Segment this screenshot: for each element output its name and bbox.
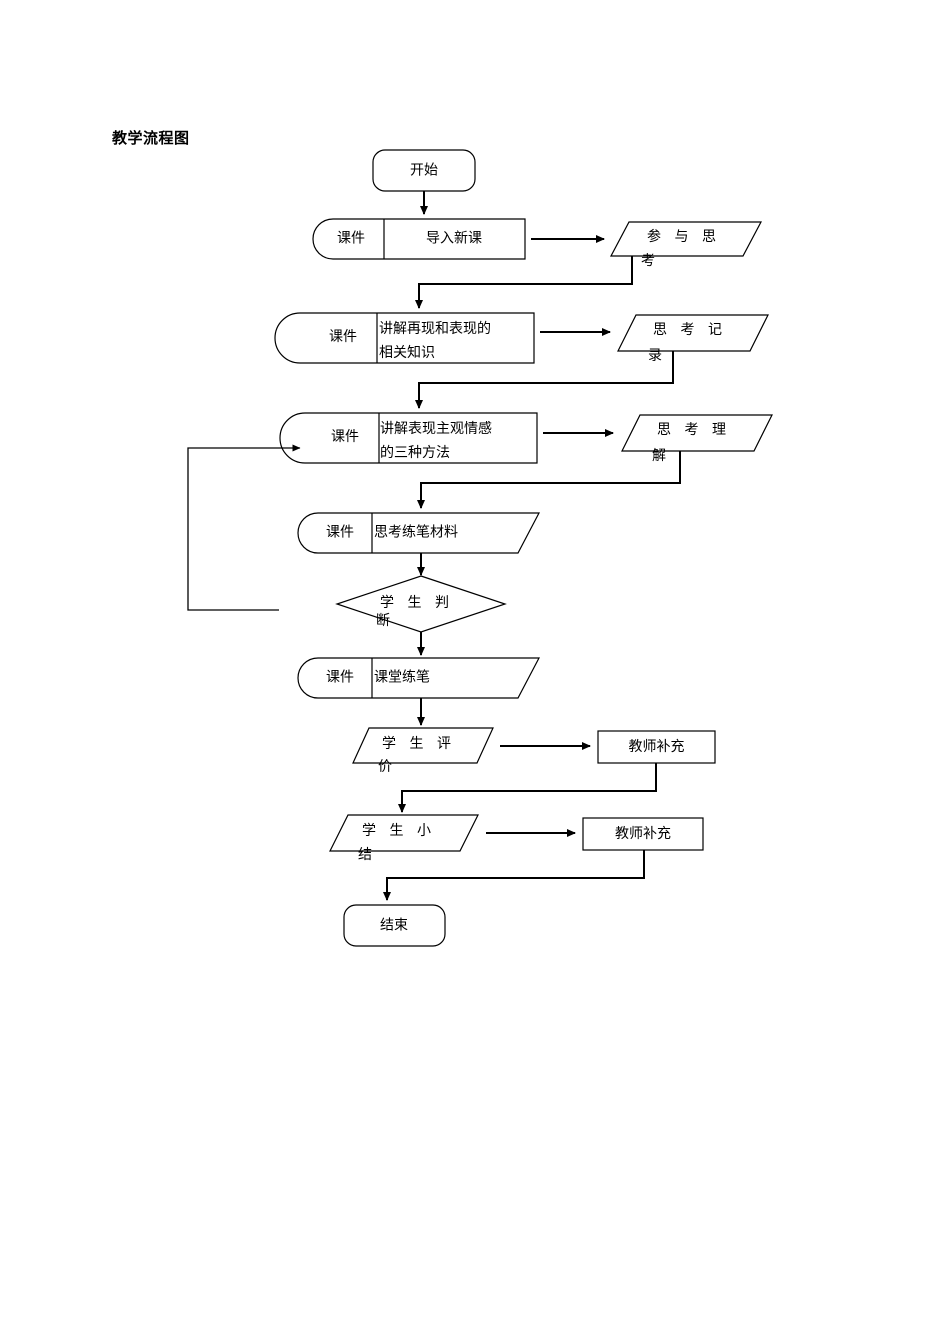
- node-decision[interactable]: 学 生 判 断: [335, 575, 507, 633]
- teacher1-label: 教师补充: [629, 739, 685, 755]
- io5-label-line2: 结: [358, 847, 372, 863]
- step5-body-label: 课堂练笔: [374, 670, 430, 686]
- io1-label-line1: 参 与 思: [647, 228, 721, 245]
- connector-io1-to-step2: [415, 256, 633, 309]
- teacher2-shape: [582, 817, 704, 851]
- step1-body-label: 导入新课: [426, 231, 482, 247]
- node-step2[interactable]: 课件 讲解再现和表现的 相关知识: [274, 312, 535, 364]
- step5-courseware-label: 课件: [326, 670, 354, 686]
- io3-label-line2: 解: [652, 448, 666, 464]
- node-end[interactable]: 结束: [343, 904, 446, 947]
- node-step1[interactable]: 课件 导入新课: [312, 218, 526, 260]
- step1-shape: [312, 218, 526, 260]
- node-io1[interactable]: 参 与 思 考: [610, 221, 762, 269]
- node-teacher-supplement-1[interactable]: 教师补充: [597, 730, 716, 764]
- end-label: 结束: [380, 918, 408, 934]
- step2-body-line1: 讲解再现和表现的: [379, 321, 491, 337]
- node-step3[interactable]: 课件 讲解表现主观情感 的三种方法: [279, 412, 538, 464]
- teacher2-label: 教师补充: [615, 826, 671, 842]
- step2-body-line2: 相关知识: [379, 344, 435, 361]
- io4-shape: [352, 727, 494, 764]
- node-start[interactable]: 开始: [372, 149, 476, 192]
- node-teacher-supplement-2[interactable]: 教师补充: [582, 817, 704, 851]
- io1-shape: [610, 221, 762, 257]
- io3-label-line1: 思 考 理: [657, 422, 731, 438]
- node-io3[interactable]: 思 考 理 解: [621, 414, 773, 464]
- node-io5[interactable]: 学 生 小 结: [329, 814, 479, 863]
- step4-shape: [297, 512, 540, 554]
- step3-courseware-label: 课件: [331, 429, 359, 445]
- node-io4[interactable]: 学 生 评 价: [352, 727, 494, 775]
- start-label: 开始: [410, 163, 438, 179]
- decision-label-line1: 学 生 判: [380, 595, 454, 611]
- step4-courseware-label: 课件: [326, 525, 354, 541]
- step2-courseware-label: 课件: [329, 329, 357, 345]
- page-title: 教学流程图: [112, 130, 190, 147]
- io4-label-line1: 学 生 评: [382, 736, 456, 752]
- node-step4[interactable]: 课件 思考练笔材料: [297, 512, 540, 554]
- io4-label-line2: 价: [378, 759, 392, 775]
- step3-body-line2: 的三种方法: [380, 445, 450, 461]
- io1-label-line2: 考: [641, 253, 655, 269]
- node-io2[interactable]: 思 考 记 录: [617, 314, 769, 364]
- io5-shape: [329, 814, 479, 852]
- connector-io2-to-step3: [415, 351, 674, 409]
- io2-shape: [617, 314, 769, 352]
- connector-teacher2-to-end: [383, 850, 645, 901]
- end-shape: [343, 904, 446, 947]
- step4-body-label: 思考练笔材料: [374, 525, 458, 541]
- step5-shape: [297, 657, 540, 699]
- node-step5[interactable]: 课件 课堂练笔: [297, 657, 540, 699]
- decision-label-line2: 断: [376, 613, 390, 629]
- io3-shape: [621, 414, 773, 452]
- step3-shape: [279, 412, 538, 464]
- step1-courseware-label: 课件: [337, 231, 365, 247]
- io2-label-line2: 录: [648, 348, 662, 364]
- connector-decision-feedback-to-step3: [187, 444, 301, 611]
- step3-body-line1: 讲解表现主观情感: [380, 420, 492, 437]
- io5-label-line1: 学 生 小: [362, 823, 436, 839]
- io2-label-line1: 思 考 记: [653, 322, 727, 338]
- connector-teacher1-to-io5: [398, 763, 657, 813]
- step2-shape: [274, 312, 535, 364]
- connector-io3-to-step4: [417, 451, 681, 509]
